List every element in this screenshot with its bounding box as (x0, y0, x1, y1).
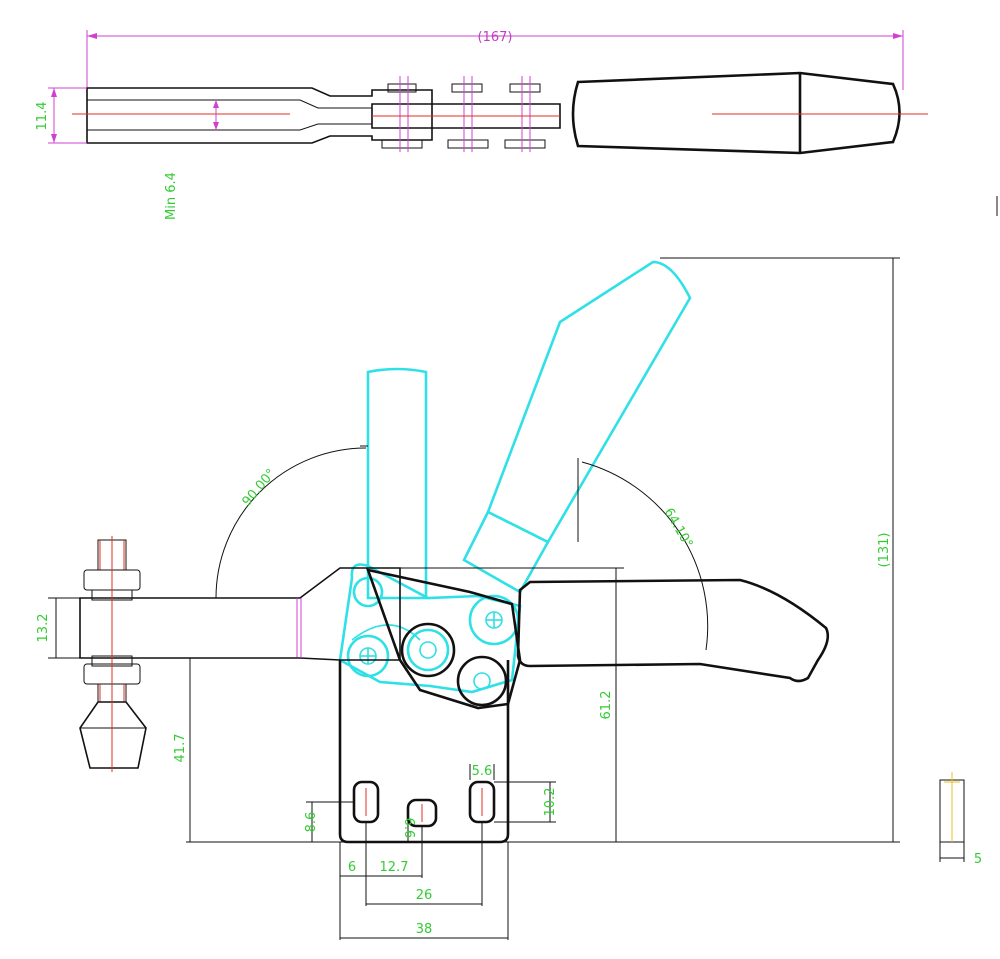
spindle-tip (79, 701, 147, 769)
clamp-handle-closed (516, 578, 830, 683)
mounting-slots (352, 780, 496, 828)
side-dimensions: 90.00° 64.10° 13.2 41.7 61.2 (131) 5.6 1 (36, 257, 900, 940)
rivets-top (381, 76, 546, 152)
dim-hole-spacing-2: 26 (416, 888, 433, 903)
base-thickness-detail: 5 (939, 772, 982, 867)
arm-top-outline (86, 87, 433, 144)
dim-hole-dia: 6.6 (401, 818, 416, 839)
dim-slot-height: 8.6 (304, 812, 319, 833)
clamp-linkage (365, 568, 522, 710)
dim-base-width: 38 (416, 922, 433, 937)
dim-slot-length: 10.2 (543, 788, 558, 817)
dim-overall-height: (131) (877, 533, 892, 568)
dim-bar-height: 41.7 (173, 734, 188, 763)
dim-base-thickness: 5 (974, 852, 982, 867)
dim-overall-length: (167) (478, 30, 513, 45)
dim-pivot-height: 61.2 (599, 691, 614, 720)
dim-edge-offset: 6 (348, 860, 356, 875)
dim-min-opening: Min 6.4 (164, 172, 179, 220)
dim-slot-width: 5.6 (472, 764, 493, 779)
clamp-base (338, 660, 510, 844)
dim-handle-width: 11.4 (35, 102, 50, 131)
dim-hole-spacing-1: 12.7 (380, 860, 409, 875)
handle-grip-top (571, 71, 901, 155)
dim-spindle-height: 13.2 (36, 614, 51, 643)
top-view: (167) (35, 30, 928, 220)
dim-angle-release: 64.10° (661, 506, 696, 551)
dim-angle-open: 90.00° (240, 466, 280, 509)
